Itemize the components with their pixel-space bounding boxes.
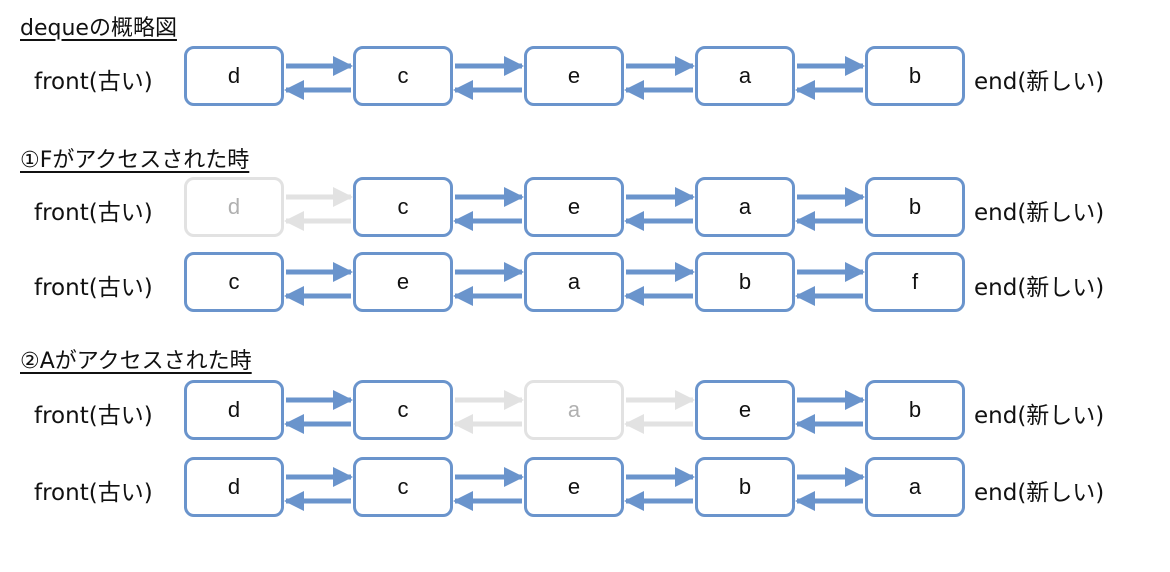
deque-node: b: [695, 252, 795, 312]
deque-node: c: [353, 380, 453, 440]
heading-f-access: ①Fがアクセスされた時: [20, 148, 250, 173]
deque-node: c: [353, 46, 453, 106]
deque-node: b: [865, 177, 965, 237]
end-label: end(新しい): [974, 403, 1105, 429]
deque-node: e: [695, 380, 795, 440]
front-label: front(古い): [34, 275, 153, 301]
deque-node: c: [184, 252, 284, 312]
deque-node: e: [524, 177, 624, 237]
deque-node: b: [865, 46, 965, 106]
deque-node: f: [865, 252, 965, 312]
front-label: front(古い): [34, 69, 153, 95]
end-label: end(新しい): [974, 275, 1105, 301]
heading-a-access: ②Aがアクセスされた時: [20, 349, 252, 374]
deque-node: d: [184, 380, 284, 440]
front-label: front(古い): [34, 200, 153, 226]
deque-node: b: [695, 457, 795, 517]
deque-node: e: [524, 46, 624, 106]
deque-node: c: [353, 457, 453, 517]
deque-node: c: [353, 177, 453, 237]
deque-node: a: [524, 252, 624, 312]
deque-node: e: [353, 252, 453, 312]
deque-node: a: [695, 177, 795, 237]
front-label: front(古い): [34, 480, 153, 506]
end-label: end(新しい): [974, 480, 1105, 506]
deque-node: d: [184, 457, 284, 517]
deque-node: d: [184, 46, 284, 106]
deque-node: e: [524, 457, 624, 517]
heading-overview: dequeの概略図: [20, 16, 177, 41]
end-label: end(新しい): [974, 200, 1105, 226]
end-label: end(新しい): [974, 69, 1105, 95]
front-label: front(古い): [34, 403, 153, 429]
deque-node: a: [695, 46, 795, 106]
deque-node: a: [865, 457, 965, 517]
deque-node: b: [865, 380, 965, 440]
deque-node: d: [184, 177, 284, 237]
deque-node: a: [524, 380, 624, 440]
